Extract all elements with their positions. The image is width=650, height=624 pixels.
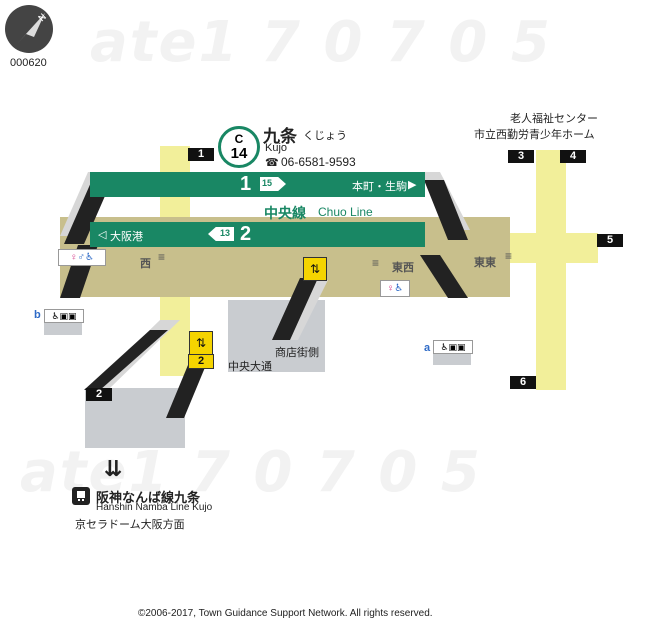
- station-phone: 06-6581-9593: [281, 155, 356, 169]
- arrow-left-icon: ◁: [98, 229, 107, 241]
- passage: [510, 233, 598, 263]
- exit-6[interactable]: 6: [510, 376, 536, 389]
- accessibility-icons: ♿▣▣: [44, 309, 84, 323]
- line-name-ja: 中央線: [264, 205, 306, 221]
- station-name-ja: 九条: [263, 127, 297, 146]
- next-station-number: 15: [262, 178, 273, 188]
- station-name-kana: くじょう: [303, 130, 347, 142]
- toilet-icon: ♀♿: [380, 280, 410, 297]
- station-number: 14: [230, 145, 248, 162]
- elevator-icon[interactable]: ⇅: [303, 257, 327, 281]
- wicket-west: 西: [140, 258, 151, 270]
- passage: [536, 150, 566, 390]
- direction-label: 京セラドーム大阪方面: [75, 519, 185, 531]
- next-station-number: 13: [220, 228, 231, 238]
- exit-5[interactable]: 5: [597, 234, 623, 247]
- line-name-en: Chuo Line: [318, 205, 373, 219]
- track-number: 2: [240, 223, 252, 245]
- avenue-label: 中央大通: [228, 361, 272, 373]
- platform-1: 1 15 本町・生駒 ▶: [90, 172, 425, 197]
- hanshin-station-ja: 阪神なんば線九条: [96, 490, 201, 505]
- copyright: ©2006-2017, Town Guidance Support Networ…: [138, 608, 433, 619]
- train-icon: [72, 487, 90, 505]
- watermark: ate1 7 0 7 0 5: [20, 440, 482, 505]
- ticket-gate-icon: ≡: [372, 256, 380, 270]
- hanshin-station-en: Hanshin Namba Line Kujo: [96, 502, 213, 513]
- elevator-exit-2[interactable]: 2: [188, 354, 214, 369]
- shopping-street-label: 商店街側: [275, 347, 319, 359]
- line-letter: C: [234, 132, 244, 146]
- station-number-badge: C 14: [218, 126, 260, 168]
- down-arrow-icon: ⇊: [104, 456, 123, 481]
- exit-1[interactable]: 1: [188, 148, 214, 161]
- station-name-en: Kujo: [265, 142, 288, 154]
- arrow-right-icon: ▶: [408, 179, 417, 191]
- wicket-east-west: 東西: [392, 262, 414, 274]
- wicket-east-east: 東東: [474, 257, 496, 269]
- phone-icon: ☎: [265, 157, 279, 169]
- exit-4[interactable]: 4: [560, 150, 586, 163]
- track-number: 1: [240, 173, 252, 195]
- direction-arrow-left-icon: [208, 227, 234, 241]
- platform-destination: 本町・生駒: [352, 181, 407, 193]
- exit-2[interactable]: 2: [86, 388, 112, 401]
- map-id: 000620: [10, 57, 47, 69]
- ticket-gate-icon: ≡: [158, 250, 166, 264]
- platform-2: ◁ 大阪港 13 2: [90, 222, 425, 247]
- facility-box-b: [44, 320, 82, 335]
- elevator-icon[interactable]: ⇅: [189, 331, 213, 355]
- toilet-icon: ♀♂♿: [58, 249, 106, 266]
- accessibility-icons: ♿▣▣: [433, 340, 473, 354]
- youth-home-label: 市立西勤労青少年ホーム: [474, 129, 595, 141]
- ticket-gate-icon: ≡: [505, 249, 513, 263]
- elderly-center-label: 老人福祉センター: [510, 113, 598, 125]
- direction-arrow-right-icon: [260, 177, 286, 191]
- north-compass-icon: N: [4, 4, 54, 54]
- watermark: ate1 7 0 7 0 5: [90, 10, 552, 75]
- facility-marker-a: a: [424, 342, 431, 354]
- platform-destination: 大阪港: [110, 231, 143, 243]
- facility-marker-b: b: [34, 309, 41, 321]
- svg-text:N: N: [37, 12, 49, 24]
- exit-3[interactable]: 3: [508, 150, 534, 163]
